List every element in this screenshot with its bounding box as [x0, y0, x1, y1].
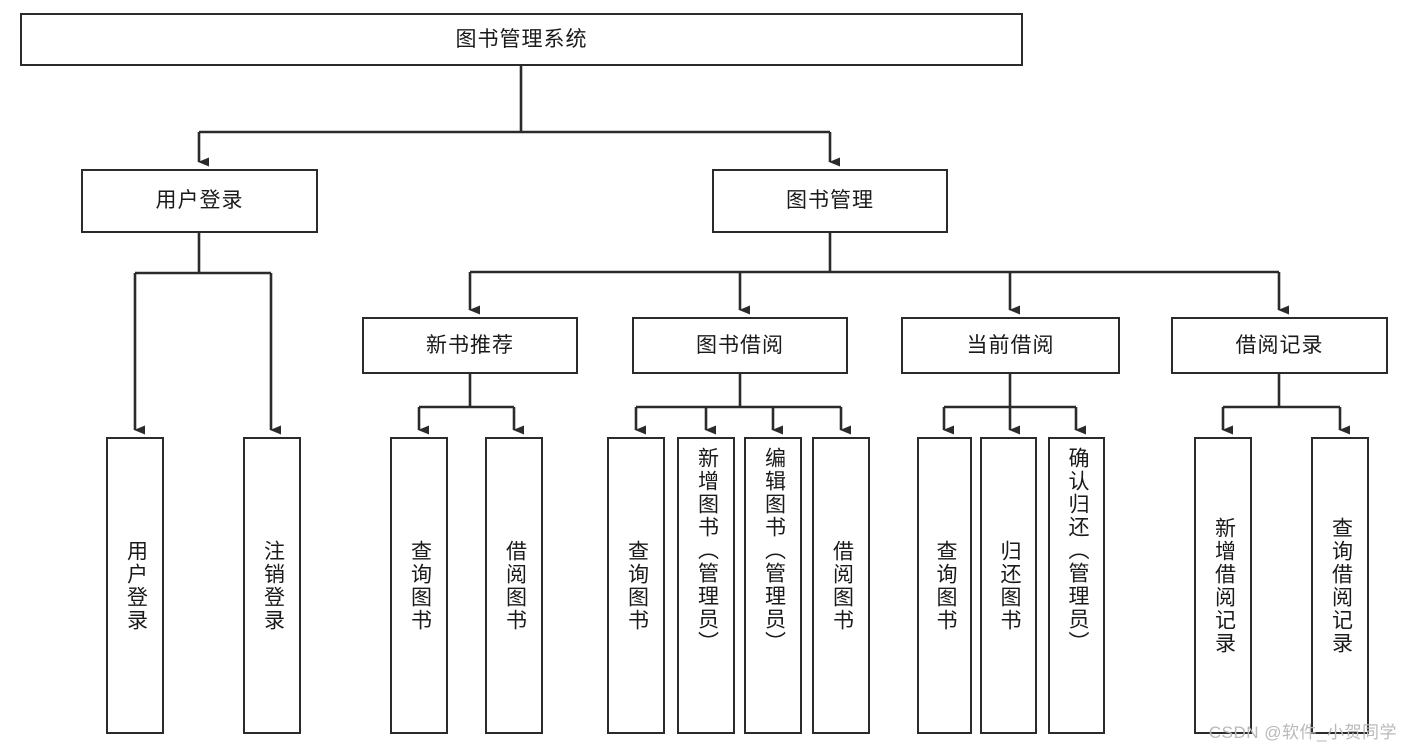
node-current-borrow[interactable]: 当前借阅 [901, 317, 1120, 374]
leaf-logout-label: 注销登录 [261, 539, 285, 632]
leaf-bb-edit-book[interactable]: 编辑图书（管理员） [744, 437, 802, 734]
leaf-br-add-record-label: 新增借阅记录 [1212, 516, 1236, 655]
leaf-cb-confirm-return-label: 确认归还（管理员） [1065, 447, 1089, 654]
node-current-borrow-label: 当前借阅 [966, 333, 1055, 357]
leaf-cb-return-book-label: 归还图书 [997, 539, 1021, 632]
node-book-management-label: 图书管理 [786, 189, 874, 213]
node-user-login[interactable]: 用户登录 [81, 169, 318, 233]
node-borrow-record-label: 借阅记录 [1235, 333, 1324, 357]
leaf-bb-add-book[interactable]: 新增图书（管理员） [677, 437, 735, 734]
leaf-br-query-record[interactable]: 查询借阅记录 [1311, 437, 1369, 734]
node-root-label: 图书管理系统 [455, 27, 588, 51]
leaf-nb-borrow-book[interactable]: 借阅图书 [485, 437, 543, 734]
leaf-cb-confirm-return[interactable]: 确认归还（管理员） [1048, 437, 1105, 734]
node-user-login-label: 用户登录 [155, 189, 244, 213]
leaf-logout[interactable]: 注销登录 [243, 437, 301, 734]
node-book-management[interactable]: 图书管理 [712, 169, 948, 233]
leaf-bb-query-book-label: 查询图书 [625, 539, 649, 632]
leaf-bb-add-book-label: 新增图书（管理员） [695, 447, 719, 654]
node-root[interactable]: 图书管理系统 [20, 13, 1023, 66]
node-borrow-record[interactable]: 借阅记录 [1171, 317, 1388, 374]
leaf-nb-borrow-book-label: 借阅图书 [503, 539, 527, 632]
leaf-user-login-label: 用户登录 [124, 539, 148, 632]
leaf-bb-borrow-book-label: 借阅图书 [830, 539, 854, 632]
leaf-bb-edit-book-label: 编辑图书（管理员） [762, 447, 786, 654]
leaf-bb-query-book[interactable]: 查询图书 [607, 437, 665, 734]
csdn-watermark: CSDN @软件_小贺同学 [1208, 723, 1397, 742]
node-new-book-recommend-label: 新书推荐 [426, 333, 514, 357]
node-book-borrow-label: 图书借阅 [696, 333, 784, 357]
leaf-cb-query-book-label: 查询图书 [933, 539, 957, 632]
leaf-nb-query-book-label: 查询图书 [408, 539, 432, 632]
leaf-br-query-record-label: 查询借阅记录 [1329, 516, 1353, 655]
leaf-user-login[interactable]: 用户登录 [106, 437, 164, 734]
node-book-borrow[interactable]: 图书借阅 [632, 317, 848, 374]
leaf-cb-return-book[interactable]: 归还图书 [980, 437, 1037, 734]
leaf-br-add-record[interactable]: 新增借阅记录 [1194, 437, 1252, 734]
leaf-bb-borrow-book[interactable]: 借阅图书 [812, 437, 870, 734]
leaf-nb-query-book[interactable]: 查询图书 [390, 437, 448, 734]
leaf-cb-query-book[interactable]: 查询图书 [917, 437, 972, 734]
node-new-book-recommend[interactable]: 新书推荐 [362, 317, 578, 374]
